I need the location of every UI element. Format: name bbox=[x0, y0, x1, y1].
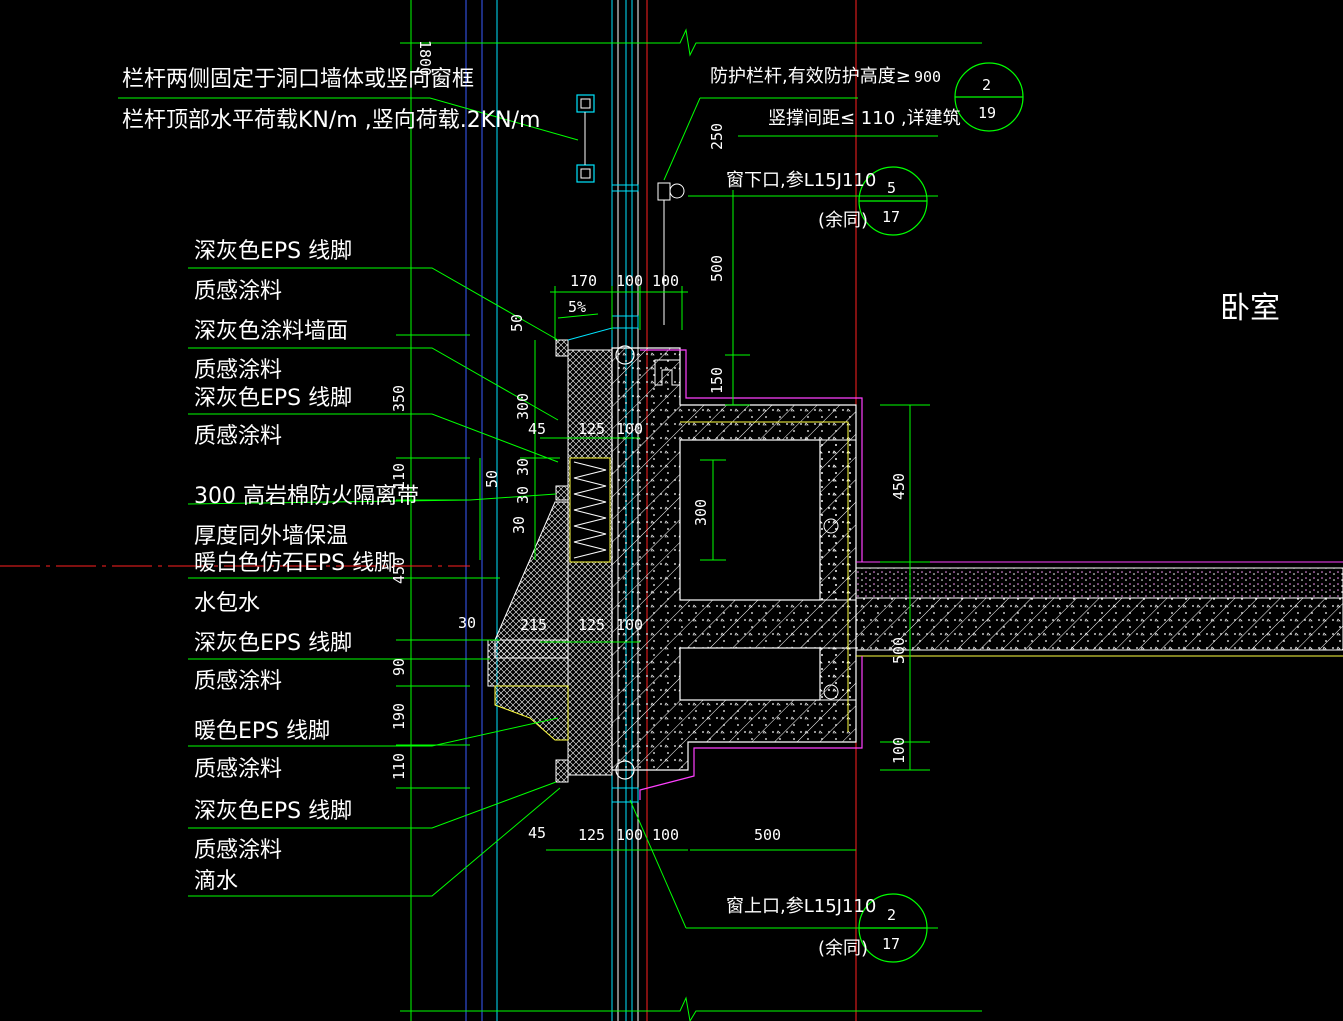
dim-300-a: 300 bbox=[514, 393, 532, 420]
callout-2-bottom: 17 bbox=[882, 208, 900, 226]
dim-500-r: 500 bbox=[890, 637, 908, 664]
note-item-10: 水包水 bbox=[194, 591, 260, 616]
dim-100-c: 100 bbox=[616, 420, 643, 438]
dim-45-a: 45 bbox=[528, 420, 546, 438]
note-item-3: 深灰色涂料墙面 bbox=[194, 319, 348, 344]
note-same-rest-1: (余同) bbox=[818, 210, 868, 231]
dim-45-b: 45 bbox=[528, 824, 546, 842]
callout-circles bbox=[858, 62, 1024, 963]
dim-300-b: 300 bbox=[692, 499, 710, 526]
note-same-rest-2: (余同) bbox=[818, 938, 868, 959]
left-notes: 栏杆两侧固定于洞口墙体或竖向窗框 栏杆顶部水平荷载KN/m ,竖向荷载.2KN/… bbox=[122, 67, 540, 894]
room-label-bedroom: 卧室 bbox=[1220, 291, 1280, 326]
dim-50-b: 50 bbox=[483, 470, 501, 488]
note-railing-load: 栏杆顶部水平荷载KN/m ,竖向荷载.2KN/m bbox=[122, 108, 540, 133]
note-item-1: 深灰色EPS 线脚 bbox=[194, 239, 352, 264]
dim-250: 250 bbox=[708, 123, 726, 150]
dim-100-a: 100 bbox=[616, 272, 643, 290]
dim-450-b: 450 bbox=[890, 473, 908, 500]
callout-2-top: 5 bbox=[887, 179, 896, 197]
callout-1-top: 2 bbox=[982, 76, 991, 94]
note-item-12: 质感涂料 bbox=[194, 669, 282, 694]
note-item-5: 深灰色EPS 线脚 bbox=[194, 386, 352, 411]
note-baluster: 竖撑间距≤ 110 ,详建筑 bbox=[768, 108, 961, 129]
note-item-13: 暖色EPS 线脚 bbox=[194, 719, 330, 744]
dim-350: 350 bbox=[390, 385, 408, 412]
dim-100-f: 100 bbox=[652, 826, 679, 844]
note-guardrail-value: 900 bbox=[914, 68, 941, 86]
concrete-structure bbox=[611, 347, 1343, 800]
callout-3-top: 2 bbox=[887, 906, 896, 924]
dim-100-e: 100 bbox=[616, 826, 643, 844]
dim-30-a: 30 bbox=[514, 458, 532, 476]
note-item-17: 滴水 bbox=[194, 869, 238, 894]
dim-450-a: 450 bbox=[390, 557, 408, 584]
note-item-15: 深灰色EPS 线脚 bbox=[194, 799, 352, 824]
right-notes: 防护栏杆,有效防护高度≥ 900 竖撑间距≤ 110 ,详建筑 窗下口,参L15… bbox=[710, 66, 1280, 959]
callout-labels: 2 19 5 17 2 17 bbox=[882, 76, 996, 953]
dimension-lines bbox=[396, 190, 930, 851]
external-insulation bbox=[487, 327, 613, 783]
note-item-4: 质感涂料 bbox=[194, 358, 282, 383]
dim-110-b: 110 bbox=[390, 753, 408, 780]
note-window-head: 窗上口,参L15J110 bbox=[726, 896, 876, 917]
dim-30-b: 30 bbox=[514, 486, 532, 504]
note-item-14: 质感涂料 bbox=[194, 757, 282, 782]
dim-100-b: 100 bbox=[652, 272, 679, 290]
note-item-11: 深灰色EPS 线脚 bbox=[194, 631, 352, 656]
dim-30-d: 30 bbox=[458, 614, 476, 632]
dim-500-h: 500 bbox=[754, 826, 781, 844]
note-item-9: 暖白色仿石EPS 线脚 bbox=[194, 551, 396, 576]
dim-90: 90 bbox=[390, 658, 408, 676]
leader-lines bbox=[118, 97, 938, 929]
dim-190: 190 bbox=[390, 703, 408, 730]
callout-3-bottom: 17 bbox=[882, 935, 900, 953]
dim-215: 215 bbox=[520, 616, 547, 634]
break-lines bbox=[400, 28, 982, 1021]
dim-100-d: 100 bbox=[616, 616, 643, 634]
note-item-16: 质感涂料 bbox=[194, 838, 282, 863]
dimension-texts: 170 100 100 5% 250 500 150 50 300 45 125… bbox=[390, 123, 908, 844]
note-item-2: 质感涂料 bbox=[194, 279, 282, 304]
note-item-6: 质感涂料 bbox=[194, 424, 282, 449]
note-railing-fix: 栏杆两侧固定于洞口墙体或竖向窗框 bbox=[122, 67, 474, 92]
dim-150: 150 bbox=[708, 367, 726, 394]
dim-50: 50 bbox=[508, 314, 526, 332]
dim-500-v: 500 bbox=[708, 255, 726, 282]
note-item-7: 300 高岩棉防火隔离带 bbox=[194, 484, 419, 509]
dim-125-a: 125 bbox=[578, 420, 605, 438]
dim-125-b: 125 bbox=[578, 616, 605, 634]
dim-slope: 5% bbox=[568, 298, 586, 316]
top-dimension-1800: 1800 bbox=[416, 40, 434, 76]
dim-100-g: 100 bbox=[890, 737, 908, 764]
dim-170: 170 bbox=[570, 272, 597, 290]
dim-110-a: 110 bbox=[390, 463, 408, 490]
railing bbox=[576, 94, 685, 803]
dim-30-c: 30 bbox=[510, 516, 528, 534]
callout-1-bottom: 19 bbox=[978, 104, 996, 122]
note-window-sill: 窗下口,参L15J110 bbox=[726, 170, 876, 191]
note-item-8: 厚度同外墙保温 bbox=[194, 524, 348, 549]
dim-125-c: 125 bbox=[578, 826, 605, 844]
note-guardrail: 防护栏杆,有效防护高度≥ bbox=[710, 66, 911, 87]
